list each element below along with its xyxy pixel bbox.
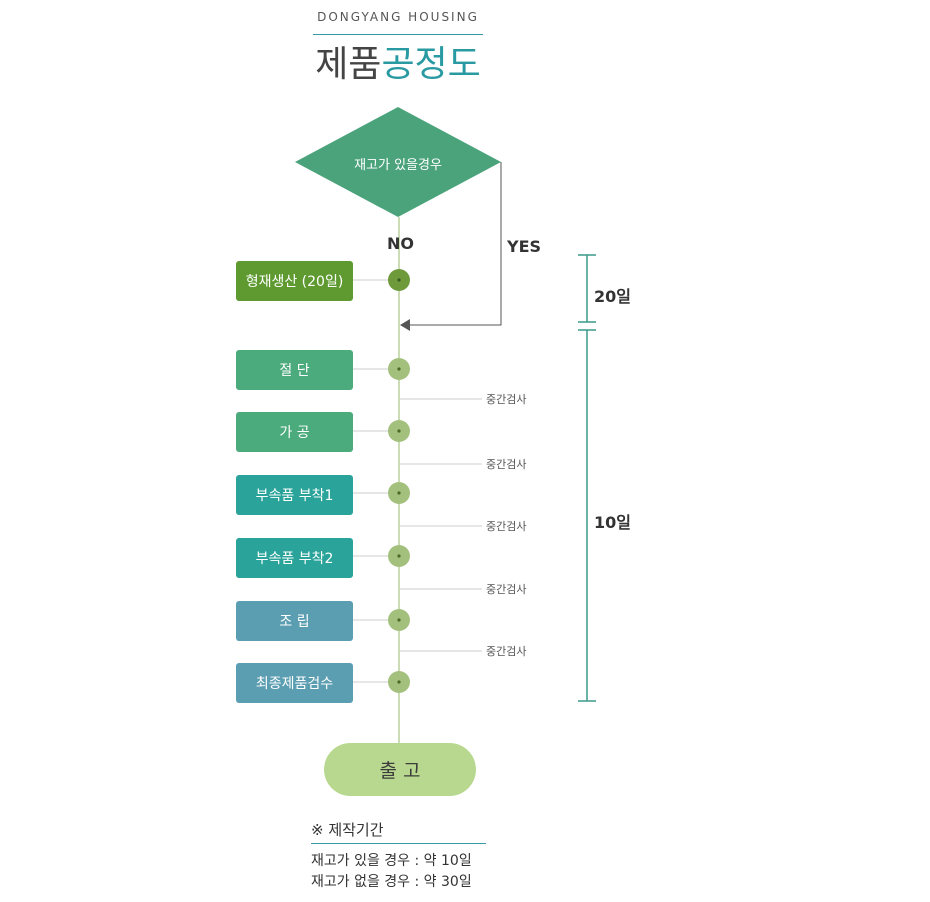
step-final-inspection: 최종제품검수	[236, 663, 353, 703]
period-no-stock: 재고가 없을 경우 : 약 30일	[311, 874, 472, 890]
title-part-2: 공정도	[381, 44, 481, 85]
inspection-label: 중간검사	[486, 645, 527, 658]
title-part-1: 제품	[315, 44, 382, 85]
flow-node-dot	[397, 367, 401, 371]
duration-20-label: 20일	[594, 287, 631, 306]
note-divider	[311, 843, 486, 844]
brand-name: DONGYANG HOUSING	[317, 10, 479, 24]
duration-10-label: 10일	[594, 513, 631, 532]
inspection-label: 중간검사	[486, 520, 527, 533]
step-cutting: 절 단	[236, 350, 353, 390]
inspection-label: 중간검사	[486, 393, 527, 406]
flow-node-dot	[397, 554, 401, 558]
duration-bracket-20	[578, 254, 596, 323]
step-machining: 가 공	[236, 412, 353, 452]
yes-label: YES	[507, 237, 542, 256]
period-in-stock: 재고가 있을 경우 : 약 10일	[311, 853, 472, 869]
inspection-label: 중간검사	[486, 458, 527, 471]
flow-node-dot	[397, 491, 401, 495]
step-connectors	[353, 279, 389, 683]
yes-path-line	[410, 162, 502, 326]
shipping-terminal: 출 고	[324, 743, 476, 796]
inspection-label: 중간검사	[486, 583, 527, 596]
flow-node-dot	[397, 618, 401, 622]
step-parts-attach-1: 부속품 부착1	[236, 475, 353, 515]
step-assembly: 조 립	[236, 601, 353, 641]
step-parts-attach-2: 부속품 부착2	[236, 538, 353, 578]
duration-bracket-10	[578, 329, 596, 702]
flow-node-dot	[397, 278, 401, 282]
decision-label: 재고가 있을경우	[354, 158, 442, 173]
page-title: 제품공정도	[0, 40, 796, 90]
production-period-title: ※ 제작기간	[311, 821, 384, 839]
title-divider	[313, 34, 483, 35]
decision-diamond	[295, 107, 501, 217]
step-profile-production: 형재생산 (20일)	[236, 261, 353, 301]
flow-node-dot	[397, 429, 401, 433]
yes-arrow-head	[400, 319, 410, 331]
flow-nodes	[388, 269, 410, 693]
inspection-lines	[400, 398, 482, 652]
no-label: NO	[387, 234, 414, 253]
flow-node-dot	[397, 680, 401, 684]
